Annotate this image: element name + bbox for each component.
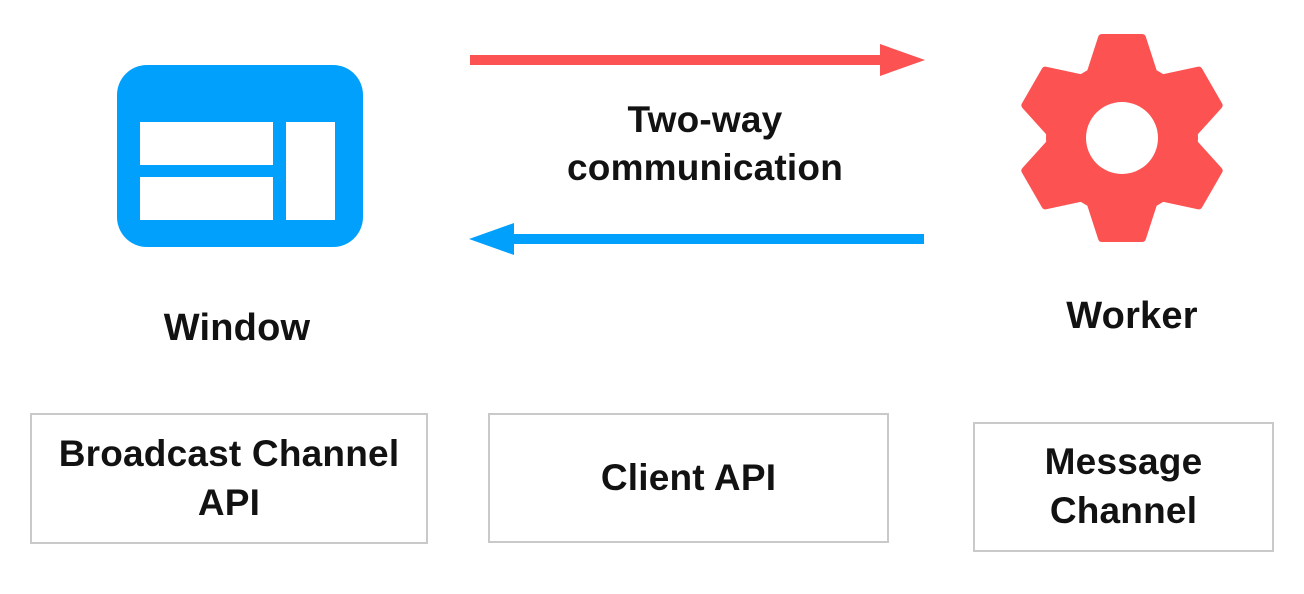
client-api-box: Client API: [488, 413, 889, 543]
worker-label: Worker: [1066, 295, 1198, 337]
arrow-window-to-worker: [470, 44, 925, 76]
browser-window-content-bar-top: [140, 122, 273, 165]
arrow-window-to-worker-shape: [470, 44, 925, 76]
browser-window-sidebar-pane: [286, 122, 335, 220]
message-channel-box: Message Channel: [973, 422, 1274, 552]
broadcast-channel-api-box: Broadcast Channel API: [30, 413, 428, 544]
browser-window-content-bar-bottom: [140, 177, 273, 220]
window-label: Window: [163, 307, 311, 349]
gear-icon: [1021, 34, 1223, 242]
two-way-communication-label: Two-way communication: [566, 99, 844, 188]
arrow-worker-to-window: [469, 223, 924, 255]
gear-teeth: [1021, 34, 1223, 242]
gear-center-hole: [1086, 102, 1158, 174]
client-api-label: Client API: [600, 456, 777, 498]
broadcast-channel-api-label: Broadcast Channel API: [58, 432, 400, 523]
arrow-worker-to-window-shape: [469, 223, 924, 255]
browser-window-icon: [117, 65, 363, 247]
gear-body: [1021, 34, 1223, 242]
message-channel-label: Message Channel: [1044, 441, 1203, 531]
